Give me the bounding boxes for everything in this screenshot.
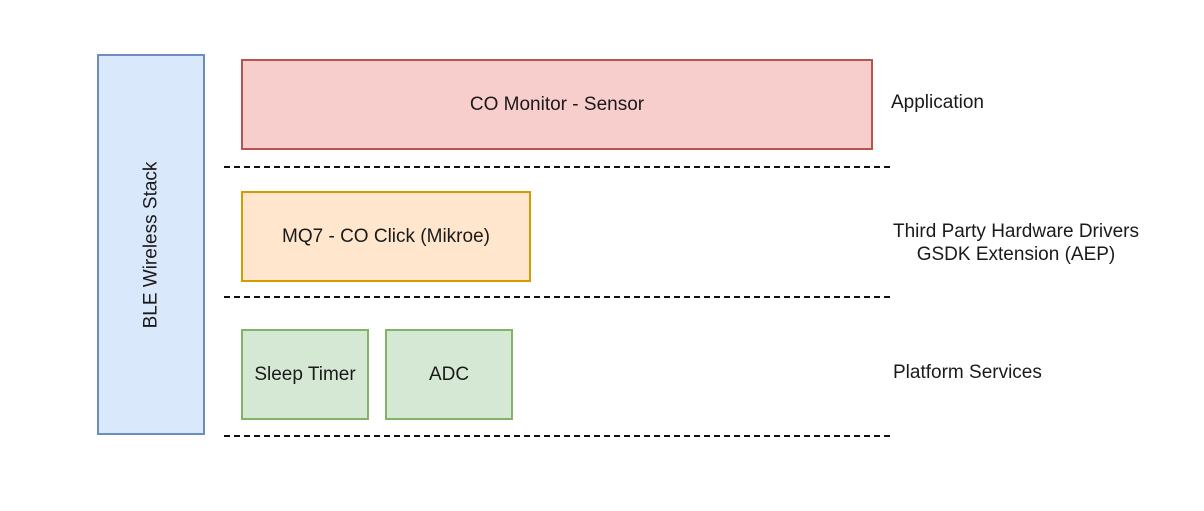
sleep-timer-label: Sleep Timer (254, 363, 356, 385)
co-monitor-sensor-block: CO Monitor - Sensor (241, 59, 873, 150)
layer-divider-drivers (224, 296, 890, 298)
mq7-co-click-label: MQ7 - CO Click (Mikroe) (282, 225, 490, 247)
adc-block: ADC (385, 329, 513, 420)
layer-divider-application (224, 166, 890, 168)
layer-label-drivers-line2: GSDK Extension (AEP) (916, 244, 1116, 265)
sleep-timer-block: Sleep Timer (241, 329, 369, 420)
layer-label-application: Application (891, 92, 984, 113)
adc-label: ADC (428, 363, 470, 385)
layer-label-drivers: Third Party Hardware Drivers GSDK Extens… (893, 220, 1139, 266)
layer-label-platform: Platform Services (893, 362, 1042, 383)
ble-wireless-stack-block: BLE Wireless Stack (97, 54, 205, 435)
layer-label-drivers-line1: Third Party Hardware Drivers (893, 221, 1139, 242)
layer-divider-platform (224, 435, 890, 437)
ble-wireless-stack-label: BLE Wireless Stack (140, 161, 162, 328)
mq7-co-click-block: MQ7 - CO Click (Mikroe) (241, 191, 531, 282)
co-monitor-sensor-label: CO Monitor - Sensor (469, 93, 645, 115)
